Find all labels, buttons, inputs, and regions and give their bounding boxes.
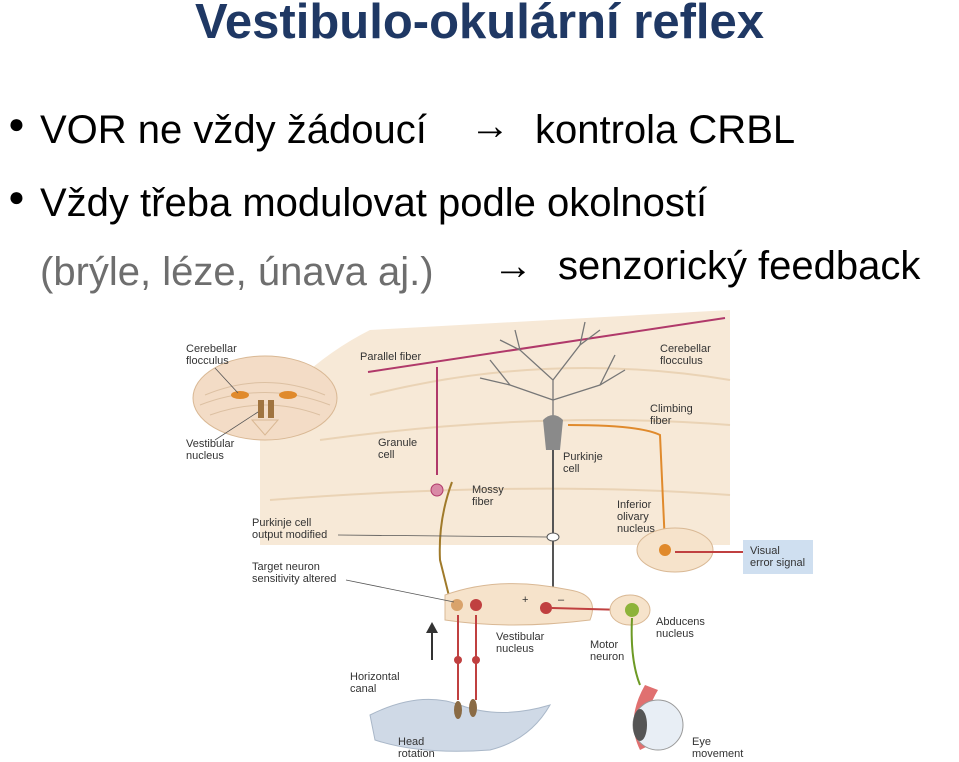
purkinje-dendrites xyxy=(479,321,626,420)
tissue-fold xyxy=(319,419,731,441)
label-vestibular-nucleus-inset-2: nucleus xyxy=(186,450,224,462)
horizontal-canal-shape xyxy=(369,698,552,752)
label-vestibular-nucleus-inset-1: Vestibular xyxy=(186,438,235,450)
climbing-fiber xyxy=(567,424,666,546)
bullet-2-text: Vždy třeba modulovat podle okolností xyxy=(40,181,708,225)
vestibular-neuron-1 xyxy=(451,599,463,611)
label-visual-error-1: Visual xyxy=(750,545,780,557)
slide-title: Vestibulo-okulární reflex xyxy=(194,0,765,49)
label-cerebellar-flocculus-2: flocculus xyxy=(660,355,703,367)
eye-icon xyxy=(632,685,684,751)
cerebellum-inset xyxy=(192,355,338,441)
label-cerebellar-flocculus-inset-2: flocculus xyxy=(186,355,229,367)
label-cerebellar-flocculus-1: Cerebellar xyxy=(660,343,711,355)
parallel-fiber xyxy=(367,317,726,373)
granule-cell xyxy=(430,483,444,497)
label-climbing-fiber-2: fiber xyxy=(650,415,672,427)
purkinje-output-pointer xyxy=(337,534,548,538)
bullet-dot: ● xyxy=(8,181,25,212)
hair-cell-1 xyxy=(454,701,462,719)
label-head-rotation-2: rotation xyxy=(398,748,435,760)
label-minus: – xyxy=(558,594,565,606)
vestibular-neuron-3 xyxy=(540,602,552,614)
head-rotation-arrowhead xyxy=(426,622,438,633)
label-target-neuron-1: Target neuron xyxy=(252,561,320,573)
label-inferior-olivary-1: Inferior xyxy=(617,499,652,511)
inferior-olive xyxy=(636,527,714,573)
label-granule-cell-2: cell xyxy=(378,449,395,461)
label-climbing-fiber-1: Climbing xyxy=(650,403,693,415)
label-target-neuron-2: sensitivity altered xyxy=(252,573,336,585)
tissue-fold xyxy=(269,487,731,501)
label-purkinje-output-1: Purkinje cell xyxy=(252,517,311,529)
canal-ganglion-1 xyxy=(454,656,462,664)
purkinje-output-marker xyxy=(546,532,560,542)
inferior-olive-neuron xyxy=(659,544,671,556)
bullet-1-arrow: → xyxy=(470,104,510,148)
vestibular-nucleus xyxy=(444,583,593,626)
motor-axon xyxy=(630,617,641,686)
label-mossy-fiber-1: Mossy xyxy=(472,484,504,496)
label-eye-movement-2: movement xyxy=(692,748,743,760)
label-visual-error-2: error signal xyxy=(750,557,805,569)
subline-arrow: → xyxy=(493,244,533,288)
label-cerebellar-flocculus-inset-1: Cerebellar xyxy=(186,343,237,355)
label-abducens-2: nucleus xyxy=(656,628,694,640)
label-motor-neuron-2: neuron xyxy=(590,651,624,663)
label-purkinje-cell-2: cell xyxy=(563,463,580,475)
bullet-1-text: VOR ne vždy žádoucí xyxy=(40,108,427,152)
label-motor-neuron-1: Motor xyxy=(590,639,618,651)
subline-text: (brýle, léze, únava aj.) xyxy=(40,250,434,294)
mossy-fiber xyxy=(438,481,453,601)
label-horizontal-canal-2: canal xyxy=(350,683,376,695)
subline-tail: senzorický feedback xyxy=(558,244,921,288)
label-inferior-olivary-3: nucleus xyxy=(617,523,655,535)
canal-ganglion-2 xyxy=(472,656,480,664)
label-head-rotation-1: Head xyxy=(398,736,424,748)
label-plus: + xyxy=(522,594,528,606)
visual-error-box xyxy=(743,540,813,574)
label-inferior-olivary-2: olivary xyxy=(617,511,649,523)
bullet-dot: ● xyxy=(8,108,25,139)
label-granule-cell-1: Granule xyxy=(378,437,417,449)
label-vestibular-nucleus-2: nucleus xyxy=(496,643,534,655)
label-parallel-fiber: Parallel fiber xyxy=(360,351,421,363)
vor-diagram: Cerebellar flocculus Vestibular nucleus … xyxy=(186,310,813,760)
motor-neuron xyxy=(625,603,639,617)
label-purkinje-cell-1: Purkinje xyxy=(563,451,603,463)
bullet-1-tail: kontrola CRBL xyxy=(535,108,796,152)
label-eye-movement-1: Eye xyxy=(692,736,711,748)
purkinje-cell-body xyxy=(543,415,563,450)
label-mossy-fiber-2: fiber xyxy=(472,496,494,508)
label-abducens-1: Abducens xyxy=(656,616,705,628)
label-purkinje-output-2: output modified xyxy=(252,529,327,541)
label-horizontal-canal-1: Horizontal xyxy=(350,671,400,683)
vestibular-neuron-2 xyxy=(470,599,482,611)
label-vestibular-nucleus-1: Vestibular xyxy=(496,631,545,643)
tissue-fold xyxy=(369,367,731,396)
target-neuron-pointer xyxy=(345,579,455,603)
hair-cell-2 xyxy=(469,699,477,717)
